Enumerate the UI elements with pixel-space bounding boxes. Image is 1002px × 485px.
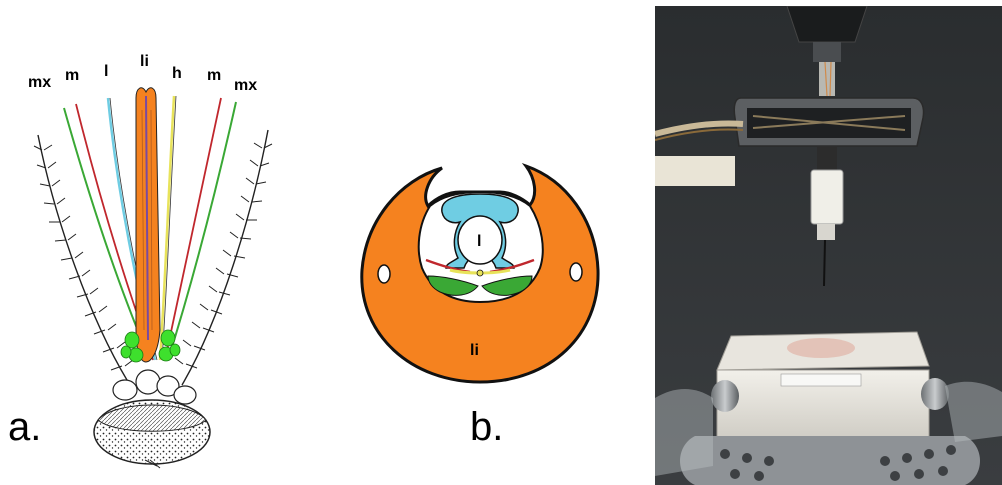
trachea-left xyxy=(378,265,390,283)
rig-spindle xyxy=(787,6,867,42)
test-rig-photo xyxy=(655,6,1002,485)
mouthparts-illustration: mx m l li h m mx a. xyxy=(0,0,320,485)
panel-label-a: a. xyxy=(8,405,41,449)
right-palp xyxy=(175,130,272,385)
sample-well xyxy=(787,338,855,358)
label-l: l xyxy=(104,63,108,80)
block-label xyxy=(781,374,861,386)
cross-section-illustration: l li b. xyxy=(330,0,630,485)
panel-a-mouthparts-diagram: mx m l li h m mx a. xyxy=(0,0,320,485)
base-plate xyxy=(680,436,980,485)
label-h: h xyxy=(172,65,182,82)
panel-label-b: b. xyxy=(470,405,503,449)
sticker-label xyxy=(655,156,735,186)
right-maxilla-stylet xyxy=(168,102,236,360)
film-right xyxy=(945,382,1002,442)
label-m-left: m xyxy=(65,67,79,84)
label-m-right: m xyxy=(207,67,221,84)
label-inner-l: l xyxy=(477,233,481,250)
needle xyxy=(824,240,825,286)
label-outer-li: li xyxy=(470,342,479,359)
needle-collet xyxy=(817,224,835,240)
needle-holder-top xyxy=(817,146,837,170)
label-li: li xyxy=(140,53,149,70)
head-capsule xyxy=(94,400,210,468)
panel-c-test-rig-photo xyxy=(655,6,1002,485)
needle-holder xyxy=(811,170,843,224)
film-left xyxy=(655,389,713,476)
side-screw-left xyxy=(711,380,739,412)
side-screw-right xyxy=(921,378,949,410)
salivary-canal xyxy=(477,270,483,276)
basal-joints xyxy=(113,370,196,404)
label-mx-left: mx xyxy=(28,74,51,91)
panel-b-cross-section: l li b. xyxy=(330,0,630,485)
rig-collar xyxy=(813,42,841,62)
hypopharynx-stylet xyxy=(160,96,174,360)
trachea-right xyxy=(570,263,582,281)
label-mx-right: mx xyxy=(234,77,257,94)
